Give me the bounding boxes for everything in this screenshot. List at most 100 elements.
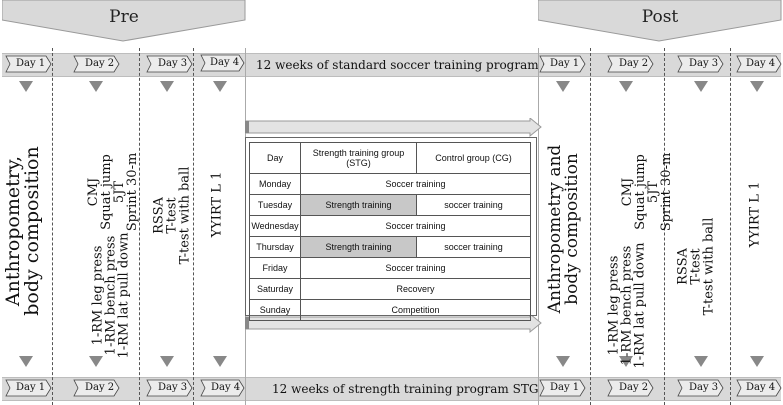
day-tag-shape: [146, 55, 193, 73]
day-separator: [590, 48, 591, 405]
table-day-cell: Thursday: [249, 236, 301, 258]
table-header-cell: Day: [249, 142, 301, 174]
day-tag-shape: [73, 379, 120, 397]
post-day2-tests-b: 1-RM leg press 1-RM bench press 1-RM lat…: [607, 231, 648, 381]
post-phase-header: [538, 0, 782, 42]
test-label: YYIRT L 1: [747, 181, 763, 248]
down-arrow-icon: [694, 356, 708, 367]
day-tag-shape: [200, 379, 245, 397]
table-cell: Strength training: [300, 236, 417, 258]
day-tag-shape: [736, 379, 782, 397]
pre-day4-tests: YYIRT L 1: [209, 165, 225, 245]
day-tag-label: Day 2: [85, 382, 115, 393]
day-tag-label: Day 3: [689, 382, 719, 393]
table-cell: Soccer training: [300, 173, 531, 195]
down-arrow-icon: [556, 81, 570, 92]
post-day1-tests: Anthropometry and body composition: [545, 119, 582, 339]
pre-phase-header: [2, 0, 246, 42]
down-arrow-icon: [694, 81, 708, 92]
day-tag-label: Day 4: [211, 382, 241, 393]
post-phase-label: Post: [641, 7, 679, 27]
down-arrow-icon: [89, 356, 103, 367]
day-tag-label: Day 1: [550, 58, 580, 69]
down-arrow-icon: [750, 356, 764, 367]
down-arrow-icon: [160, 356, 174, 367]
table-header-cell: Control group (CG): [416, 142, 531, 174]
pre-day1-tests: Anthropometry, body composition: [2, 121, 43, 341]
day-tag-label: Day 4: [746, 382, 776, 393]
down-arrow-icon: [213, 356, 227, 367]
day-tag-label: Day 2: [85, 58, 115, 69]
down-arrow-icon: [619, 356, 633, 367]
day-tag-label: Day 1: [16, 58, 46, 69]
day-tag-shape: [607, 379, 654, 397]
top-band-text: 12 weeks of standard soccer training pro…: [256, 58, 562, 72]
day-tag-label: Day 4: [210, 57, 240, 68]
table-row: Monday Soccer training: [249, 173, 531, 195]
day-tag-shape: [607, 55, 654, 73]
table-row: Wednesday Soccer training: [249, 215, 531, 237]
table-row: Saturday Recovery: [249, 278, 531, 300]
day-separator: [52, 48, 53, 405]
post-day3-tests: RSSA T-test T-test with ball: [676, 212, 717, 322]
table-day-cell: Monday: [249, 173, 301, 195]
timeline-arrow-top: [245, 118, 542, 138]
pre-day2-tests-b: 1-RM leg press 1-RM bench press 1-RM lat…: [91, 221, 132, 371]
test-label: 1-RM lat pull down: [632, 242, 648, 369]
post-day4-tests: YYIRT L 1: [747, 175, 763, 255]
down-arrow-icon: [160, 81, 174, 92]
table-row: Sunday Competition: [249, 299, 531, 321]
day-tag-shape: [539, 379, 586, 397]
day-tag-label: Day 1: [550, 382, 580, 393]
table-day-cell: Saturday: [249, 278, 301, 300]
day-separator: [730, 48, 731, 405]
day-tag-shape: [677, 379, 724, 397]
down-arrow-icon: [556, 356, 570, 367]
test-label: T-test with ball: [701, 217, 717, 316]
test-label: T-test with ball: [177, 166, 193, 265]
table-cell: Soccer training: [300, 257, 531, 279]
table-cell: Competition: [300, 299, 531, 321]
day-separator: [193, 48, 194, 405]
day-tag-shape: [736, 55, 782, 73]
table-cell: Strength training: [300, 194, 417, 216]
day-tag-shape: [539, 55, 586, 73]
table-header-cell: Strength training group (STG): [300, 142, 417, 174]
test-label: body composition: [21, 146, 43, 316]
test-label: Sprint 30-m: [659, 152, 674, 232]
table-header-row: Day Strength training group (STG) Contro…: [249, 142, 531, 174]
table-day-cell: Wednesday: [249, 215, 301, 237]
day-tag-label: Day 3: [158, 58, 188, 69]
day-tag-label: Day 4: [746, 58, 776, 69]
down-arrow-icon: [213, 81, 227, 92]
down-arrow-icon: [19, 356, 33, 367]
test-label: 1-RM lat pull down: [116, 232, 132, 359]
table-day-cell: Friday: [249, 257, 301, 279]
test-label: YYIRT L 1: [209, 171, 225, 238]
down-arrow-icon: [89, 81, 103, 92]
day-tag-shape: [146, 379, 193, 397]
table-day-cell: Tuesday: [249, 194, 301, 216]
table-cell: Soccer training: [300, 215, 531, 237]
down-arrow-icon: [19, 81, 33, 92]
table-cell: soccer training: [416, 194, 531, 216]
day-tag-shape: [5, 55, 52, 73]
weekly-schedule-table: Day Strength training group (STG) Contro…: [249, 142, 531, 321]
table-cell: Recovery: [300, 278, 531, 300]
table-day-cell: Sunday: [249, 299, 301, 321]
test-label: body composition: [562, 153, 582, 305]
day-tag-shape: [677, 55, 724, 73]
day-tag-label: Day 1: [16, 382, 46, 393]
day-tag-shape: [5, 379, 52, 397]
down-arrow-icon: [750, 81, 764, 92]
day-tag-label: Day 3: [158, 382, 188, 393]
pre-day3-tests: RSSA T-test T-test with ball: [152, 161, 193, 271]
day-tag-label: Day 2: [619, 382, 649, 393]
down-arrow-icon: [619, 81, 633, 92]
phase-separator: [538, 48, 539, 405]
day-separator: [139, 48, 140, 405]
day-tag-label: Day 2: [619, 58, 649, 69]
table-cell: soccer training: [416, 236, 531, 258]
table-row: Thursday Strength training soccer traini…: [249, 236, 531, 258]
